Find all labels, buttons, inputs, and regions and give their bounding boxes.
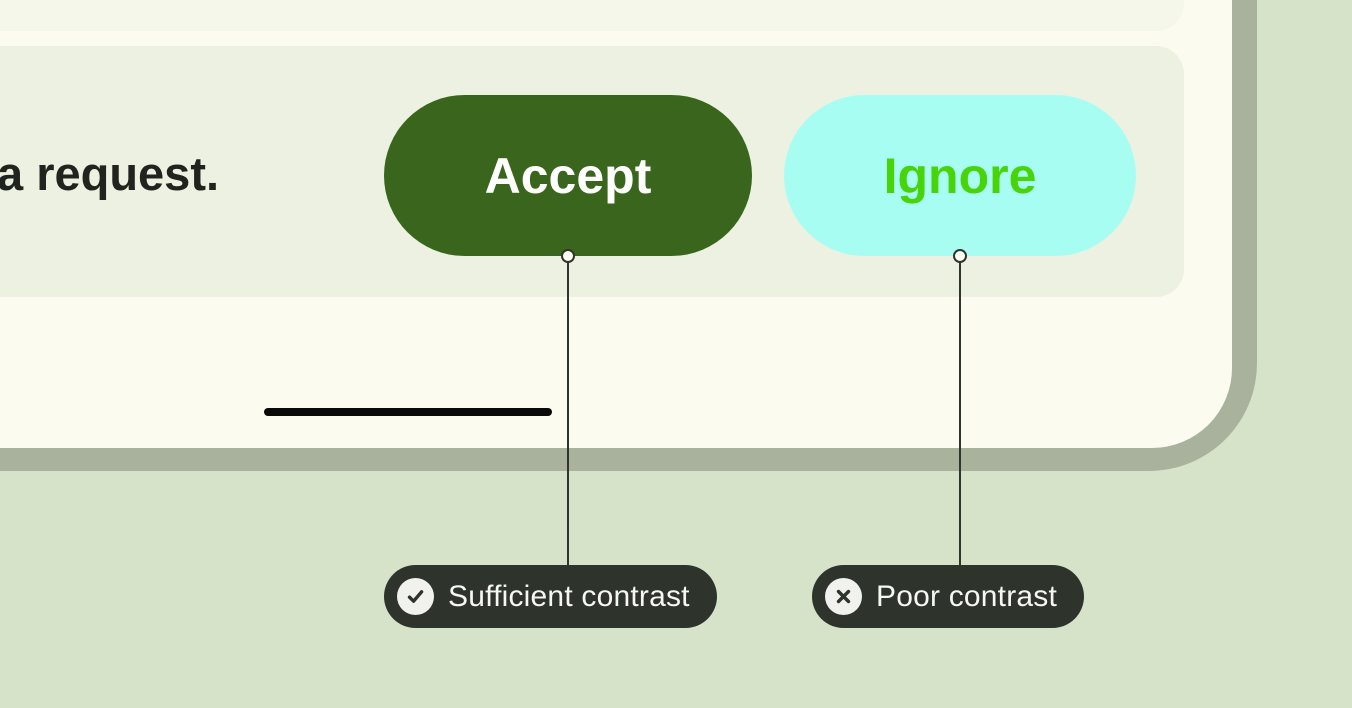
callout-label: Poor contrast	[876, 579, 1058, 613]
callout-label: Sufficient contrast	[448, 579, 690, 613]
connector-dot-right	[953, 249, 967, 263]
message-text: a request.	[0, 147, 220, 200]
accept-button[interactable]: Accept	[384, 95, 752, 256]
divider-bar	[264, 408, 552, 416]
ignore-button[interactable]: Ignore	[784, 95, 1136, 256]
callout-poor-contrast: Poor contrast	[812, 565, 1085, 628]
connector-line-left	[567, 262, 569, 567]
callout-sufficient-contrast: Sufficient contrast	[384, 565, 717, 628]
x-icon	[825, 578, 862, 615]
connector-dot-left	[561, 249, 575, 263]
connector-line-right	[959, 262, 961, 567]
check-icon	[397, 578, 434, 615]
previous-card-edge	[0, 0, 1184, 31]
